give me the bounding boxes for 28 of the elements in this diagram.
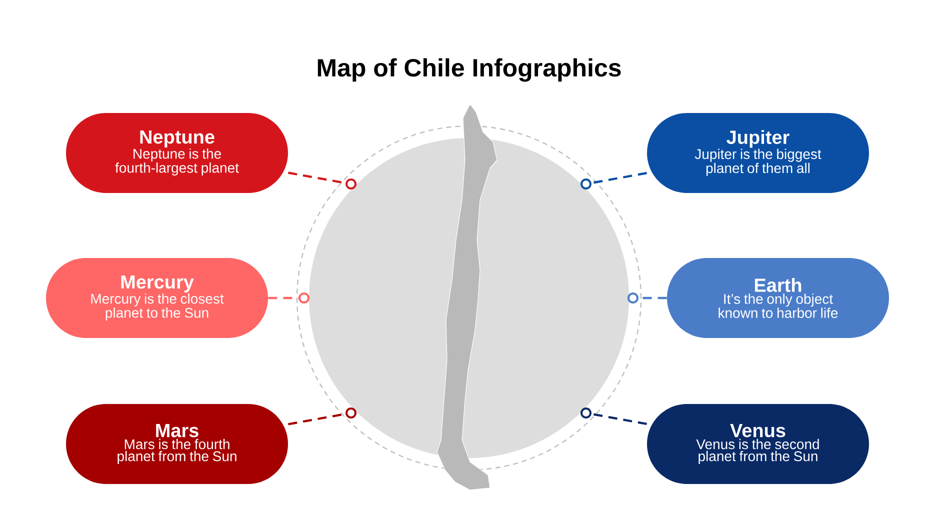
- planet-pill: [647, 113, 869, 193]
- pill-heading: Mercury: [121, 275, 194, 292]
- pill-heading: Jupiter: [726, 130, 790, 148]
- pill-heading: Mars: [156, 424, 198, 438]
- pill-text: Venus is the second planet from the Sun: [696, 438, 819, 464]
- planet-pill: [66, 113, 288, 193]
- pill-text: Neptune is the fourth-largest planet: [115, 148, 239, 176]
- connector-line: [591, 172, 647, 184]
- planet-pill: [647, 404, 869, 484]
- planet-pill: [667, 258, 889, 338]
- ring-dot: [580, 178, 592, 190]
- pill-text: Mercury is the closest planet to the Sun: [91, 293, 224, 321]
- pill-heading: Neptune: [140, 130, 214, 148]
- pill-heading: Earth: [755, 278, 802, 292]
- pill-heading: Venus: [730, 424, 786, 438]
- ring-dot: [628, 292, 638, 304]
- connector-line: [591, 412, 647, 426]
- ring-dot: [346, 178, 356, 190]
- connector-line: [268, 296, 298, 300]
- planet-pill: [46, 258, 268, 338]
- ring-dot: [298, 292, 310, 304]
- ring-dot: [580, 408, 592, 418]
- pill-text: It’s the only object known to harbor life: [718, 294, 838, 318]
- pill-text: Mars is the fourth planet from the Sun: [118, 438, 236, 464]
- pill-text: Jupiter is the biggest planet of them all: [694, 148, 822, 176]
- title: Map of Chile Infographics: [318, 58, 621, 82]
- ring-dot: [346, 408, 356, 418]
- planet-pill: [66, 404, 288, 484]
